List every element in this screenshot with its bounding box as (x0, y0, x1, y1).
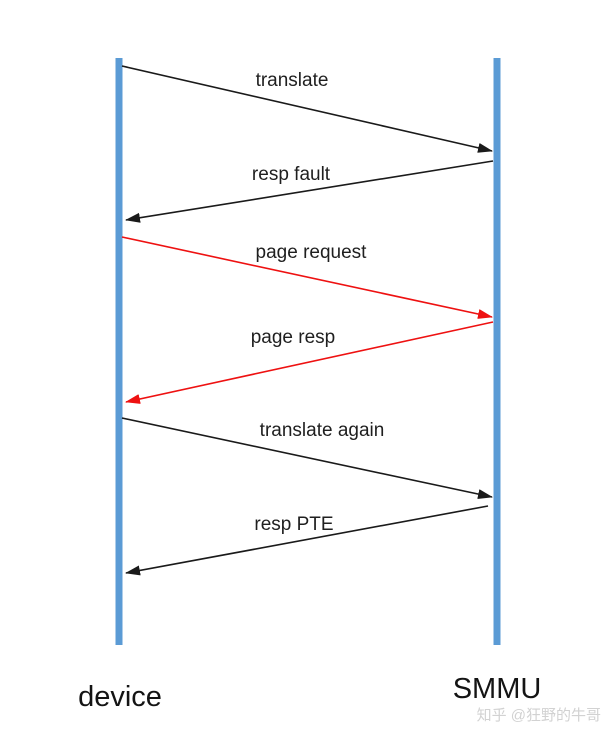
message-label-translate-again: translate again (260, 420, 385, 441)
watermark: 知乎 @狂野的牛哥 (477, 707, 601, 724)
lifelines (115, 58, 501, 645)
actor-label-smmu: SMMU (453, 673, 542, 705)
message-label-resp-pte: resp PTE (254, 514, 333, 535)
message-arrow-resp-pte (125, 505, 489, 576)
message-arrow-translate (121, 65, 493, 153)
messages: translate resp fault page request page resp… (121, 65, 494, 576)
message-arrow-resp-fault (125, 160, 494, 223)
actor-label-device: device (78, 681, 162, 713)
message-label-resp-fault: resp fault (252, 164, 331, 185)
message-label-page-request: page request (256, 242, 368, 263)
actor-labels: device SMMU (78, 673, 541, 713)
message-arrow-page-request (121, 236, 493, 319)
message-label-page-resp: page resp (251, 327, 336, 348)
message-arrow-page-resp (125, 321, 494, 404)
message-arrow-translate-again (121, 417, 493, 499)
message-label-translate: translate (256, 70, 329, 91)
